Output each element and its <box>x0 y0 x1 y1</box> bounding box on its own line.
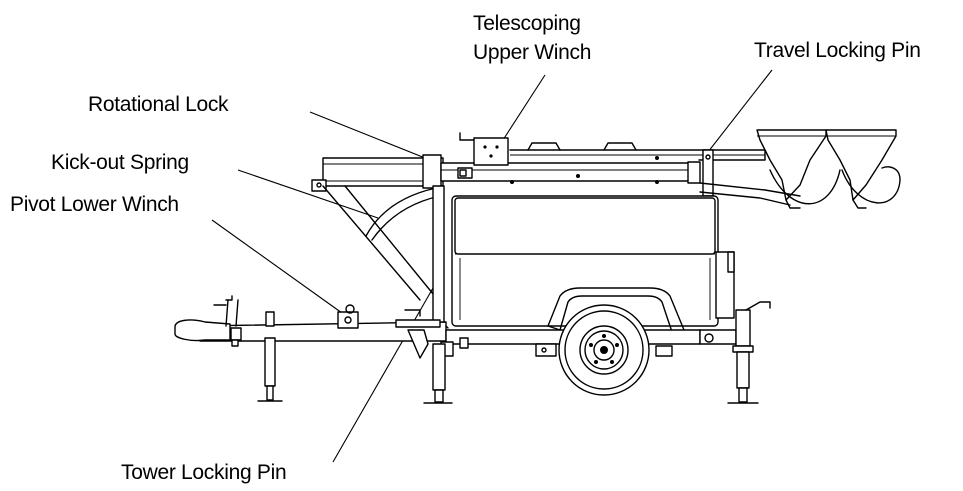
lamp-heads <box>699 129 901 209</box>
label-pivot-lower-winch: Pivot Lower Winch <box>10 193 179 216</box>
kick-out-spring <box>365 187 437 237</box>
leader-telescoping-upper-winch <box>502 74 546 141</box>
label-travel-locking-pin: Travel Locking Pin <box>754 39 921 62</box>
middle-jack <box>432 343 446 391</box>
lamp-head-1 <box>756 129 827 201</box>
label-telescoping-upper-winch-line2: Upper Winch <box>473 41 592 64</box>
travel-locking-pin-post <box>702 149 714 197</box>
lamp-head-2 <box>825 129 897 201</box>
pivot-lower-winch <box>337 311 359 329</box>
leader-tower-locking-pin <box>332 287 434 463</box>
pivot-assembly <box>322 185 445 327</box>
rear-jack <box>736 351 750 389</box>
upper-winch <box>457 132 509 179</box>
rotational-lock-collar <box>422 154 442 189</box>
hitch-coupler <box>174 319 231 342</box>
label-kick-out-spring: Kick-out Spring <box>51 151 189 174</box>
jack-stands <box>257 301 771 404</box>
leader-lines <box>211 69 773 463</box>
wheel <box>558 304 673 396</box>
mast-pivot-post <box>432 185 445 327</box>
label-rotational-lock: Rotational Lock <box>88 93 229 116</box>
label-telescoping-upper-winch-line1: Telescoping <box>473 12 581 35</box>
upper-winch-body <box>473 137 509 166</box>
leader-rotational-lock <box>309 111 426 159</box>
generator-enclosure <box>451 195 735 327</box>
front-jack <box>264 337 276 387</box>
tower-mast <box>311 142 766 197</box>
leader-travel-locking-pin <box>707 69 773 153</box>
label-tower-locking-pin: Tower Locking Pin <box>121 461 287 484</box>
leader-kick-out-spring <box>237 169 379 219</box>
leader-pivot-lower-winch <box>211 219 343 314</box>
